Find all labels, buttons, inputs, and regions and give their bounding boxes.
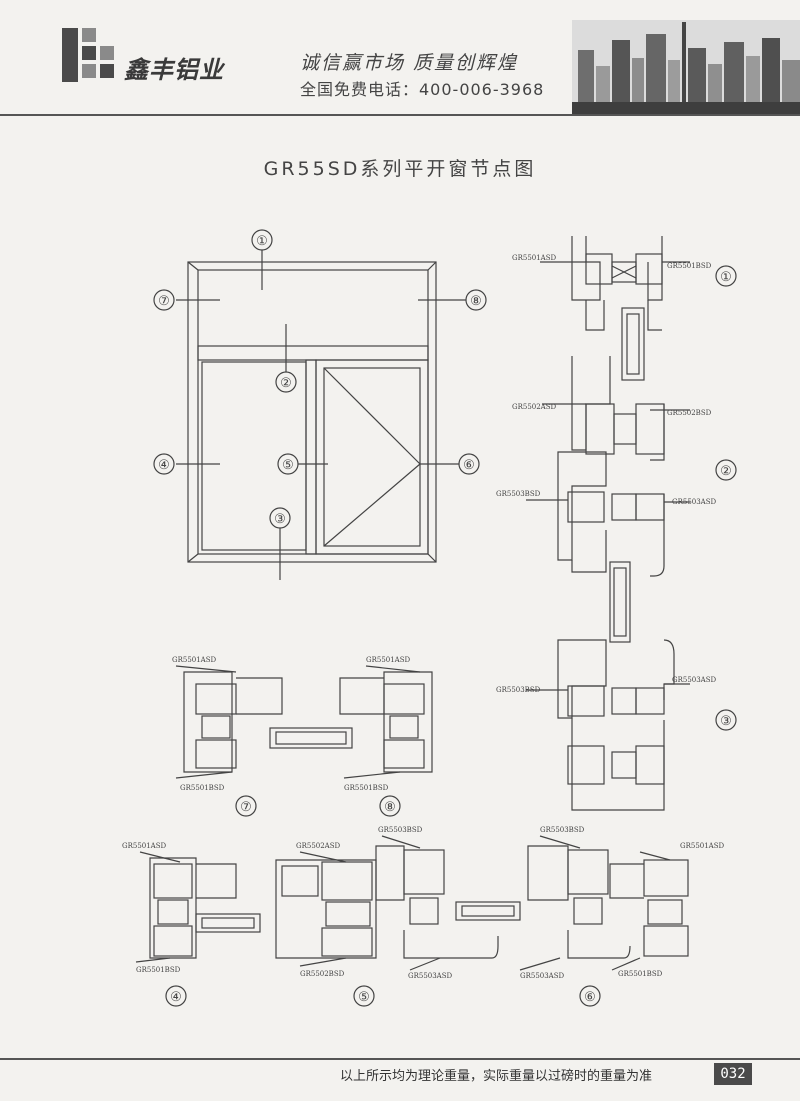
profile-label: GR5501ASD — [172, 656, 217, 664]
detail-number-7: ⑦ — [240, 800, 252, 815]
profile-label: GR5503BSD — [496, 686, 541, 694]
detail-1-section — [540, 236, 690, 381]
company-slogan: 诚信赢市场 质量创辉煌 — [300, 52, 519, 74]
profile-label: GR5502ASD — [296, 842, 341, 850]
profile-label: GR5501BSD — [667, 262, 712, 270]
profile-label: GR5503ASD — [672, 498, 717, 506]
window-callout-1: ① — [256, 234, 268, 249]
profile-label: GR5501BSD — [618, 970, 663, 978]
profile-label: GR5501ASD — [366, 656, 411, 664]
profile-label: GR5503ASD — [672, 676, 717, 684]
profile-label: GR5501BSD — [136, 966, 181, 974]
detail-number-4: ④ — [170, 990, 182, 1005]
window-callout-2: ② — [280, 376, 292, 391]
detail-number-3: ③ — [720, 714, 732, 729]
window-callout-3: ③ — [274, 512, 286, 527]
profile-label: GR5503BSD — [496, 490, 541, 498]
header-divider — [0, 114, 800, 116]
city-skyline-image — [572, 20, 800, 116]
profile-label: GR5502BSD — [300, 970, 345, 978]
footer-divider — [0, 1058, 800, 1060]
profile-label: GR5502BSD — [667, 409, 712, 417]
detail-number-6: ⑥ — [584, 990, 596, 1005]
detail-number-5: ⑤ — [358, 990, 370, 1005]
window-callout-6: ⑥ — [463, 458, 475, 473]
detail-2-section — [526, 356, 690, 643]
page-title: GR55SD系列平开窗节点图 — [263, 158, 537, 180]
detail-8-section — [339, 665, 433, 779]
page-number: 032 — [714, 1063, 752, 1085]
brand-name: 鑫丰铝业 — [124, 56, 224, 84]
company-logo-icon — [62, 28, 114, 82]
profile-label: GR5501ASD — [122, 842, 167, 850]
detail-5-section — [275, 851, 377, 967]
profile-label: GR5503ASD — [408, 972, 453, 980]
window-elevation — [176, 250, 466, 580]
profile-label: GR5501ASD — [512, 254, 557, 262]
detail-4-section — [135, 851, 261, 963]
profile-label: GR5503ASD — [520, 972, 565, 980]
detail-number-2: ② — [720, 464, 732, 479]
window-callout-5: ⑤ — [282, 458, 294, 473]
window-callout-4: ④ — [158, 458, 170, 473]
detail-number-8: ⑧ — [384, 800, 396, 815]
profile-label: GR5503BSD — [378, 826, 423, 834]
profile-label: GR5501ASD — [680, 842, 725, 850]
window-callout-8: ⑧ — [470, 294, 482, 309]
detail-number-1: ① — [720, 270, 732, 285]
detail-6-section — [375, 835, 689, 971]
hotline-number: 全国免费电话：400-006-3968 — [300, 80, 545, 99]
weight-disclaimer: 以上所示均为理论重量，实际重量以过磅时的重量为准 — [340, 1069, 653, 1084]
profile-label: GR5502ASD — [512, 403, 557, 411]
callout-circles — [153, 229, 737, 1007]
window-callout-7: ⑦ — [158, 294, 170, 309]
profile-label: GR5501BSD — [344, 784, 389, 792]
profile-label: GR5503BSD — [540, 826, 585, 834]
profile-label: GR5501BSD — [180, 784, 225, 792]
detail-7-section — [175, 665, 353, 779]
page-header: 鑫丰铝业 诚信赢市场 质量创辉煌 全国免费电话：400-006-3968 — [0, 0, 800, 116]
detail-3-section — [526, 639, 690, 811]
